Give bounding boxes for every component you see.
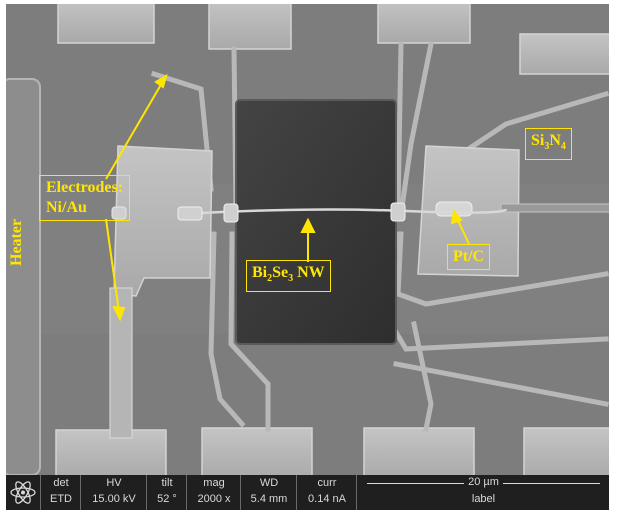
si3n4-label: Si3N4 [525, 128, 572, 161]
scale-caption: label [471, 493, 496, 505]
sem-image: Heater Electrodes: Ni/Au Si3N4 Bi2Se3 NW… [6, 4, 609, 510]
sem-micrograph [6, 4, 609, 475]
fei-atom-icon [6, 475, 40, 510]
heater-strip [6, 78, 41, 475]
ptc-label: Pt/C [447, 244, 491, 270]
nanowire-label: Bi2Se3 NW [246, 260, 331, 293]
scale-value: 20 µm [464, 476, 503, 488]
scale-bar: 20 µm label [356, 475, 609, 510]
heater-label: Heater [8, 218, 25, 266]
electrodes-label: Electrodes: Ni/Au [39, 175, 131, 221]
suspended-trench [235, 99, 397, 345]
